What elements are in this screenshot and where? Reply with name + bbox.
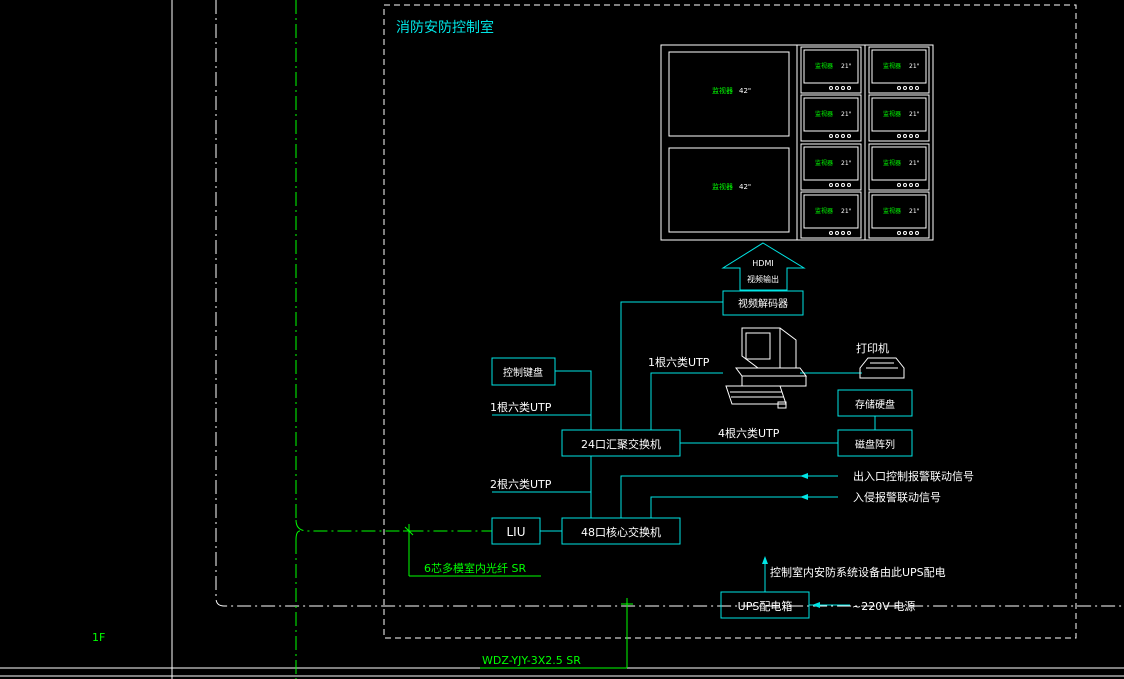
monitor-size: 21" (841, 63, 852, 70)
room-title: 消防安防控制室 (396, 19, 494, 36)
monitor-label: 监视器 (883, 207, 901, 215)
monitor-21-2: 监视器 21" (868, 46, 930, 94)
core-switch-label: 48口核心交换机 (581, 525, 661, 539)
video-decoder-label: 视频解码器 (738, 297, 788, 310)
monitor-21-1: 监视器 21" (800, 46, 862, 94)
hdmi-label: HDMI (752, 259, 773, 268)
network-connections (492, 301, 862, 606)
video-output-label: 视频输出 (747, 274, 779, 284)
monitor-21-7: 监视器 21" (800, 191, 862, 239)
monitor-label: 监视器 (712, 86, 733, 95)
monitor-21-4: 监视器 21" (868, 94, 930, 142)
power-input-label: ~220V 电源 (852, 599, 915, 613)
ups-note-label: 控制室内安防系统设备由此UPS配电 (770, 565, 946, 579)
storage-disk-label: 存储硬盘 (855, 398, 895, 411)
monitor-size: 21" (909, 111, 920, 118)
monitor-21-8: 监视器 21" (868, 191, 930, 239)
monitor-size: 21" (909, 160, 920, 167)
monitor-label: 监视器 (815, 110, 833, 118)
power-cable-label: WDZ-YJY-3X2.5 SR (482, 654, 581, 667)
utp-keyboard-label: 1根六类UTP (490, 400, 552, 414)
monitor-size: 42" (739, 183, 751, 191)
fiber-label: 6芯多模室内光纤 SR (424, 561, 526, 575)
control-keyboard-label: 控制键盘 (503, 366, 543, 379)
power-cable-marker (480, 598, 633, 669)
monitor-size: 42" (739, 87, 751, 95)
monitor-size: 21" (841, 208, 852, 215)
power-route-line (215, 0, 1124, 607)
monitor-42-bottom (668, 147, 790, 233)
monitor-21-3: 监视器 21" (800, 94, 862, 142)
intrusion-signal-label: 入侵报警联动信号 (853, 490, 941, 504)
ups-box-label: UPS配电箱 (738, 599, 793, 613)
control-room-boundary (383, 4, 1077, 639)
monitor-21-5: 监视器 21" (800, 143, 862, 191)
monitor-label: 监视器 (712, 182, 733, 191)
monitor-label: 监视器 (883, 110, 901, 118)
monitor-size: 21" (909, 63, 920, 70)
video-wall: 监视器 42" 监视器 42" 监视器 21" 监视器 21" 监视器 21" 监视器 21"… (660, 44, 934, 241)
computer-workstation-icon (725, 327, 807, 409)
access-control-signal-label: 出入口控制报警联动信号 (853, 469, 974, 483)
floor-label: 1F (92, 631, 105, 644)
printer-label: 打印机 (856, 341, 889, 355)
monitor-21-6: 监视器 21" (868, 143, 930, 191)
aggregation-switch-label: 24口汇聚交换机 (581, 437, 661, 451)
monitor-label: 监视器 (815, 207, 833, 215)
printer-icon (859, 357, 905, 379)
disk-array-label: 磁盘阵列 (855, 438, 895, 451)
utp-array-label: 4根六类UTP (718, 426, 780, 440)
monitor-size: 21" (841, 160, 852, 167)
monitor-size: 21" (841, 111, 852, 118)
monitor-label: 监视器 (815, 159, 833, 167)
utp-pc-label: 1根六类UTP (648, 355, 710, 369)
fiber-route (295, 519, 492, 532)
fiber-marker (403, 524, 541, 577)
monitor-42-top (668, 51, 790, 137)
monitor-label: 监视器 (815, 62, 833, 70)
hdmi-output-arrow: HDMI 视频输出 (721, 242, 806, 291)
monitor-size: 21" (909, 208, 920, 215)
monitor-label: 监视器 (883, 159, 901, 167)
liu-label: LIU (506, 525, 525, 539)
utp-core-label: 2根六类UTP (490, 477, 552, 491)
video-decoder-box (722, 290, 804, 316)
monitor-label: 监视器 (883, 62, 901, 70)
